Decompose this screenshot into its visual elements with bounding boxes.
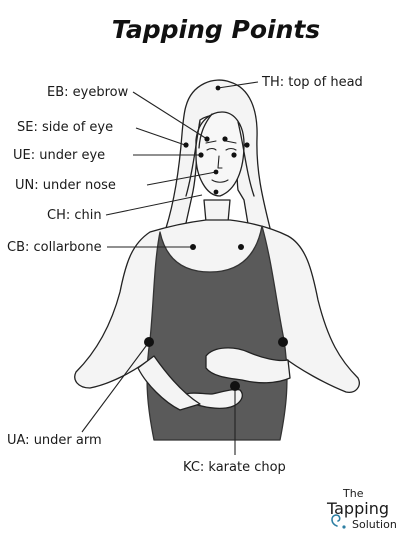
dot-un bbox=[213, 169, 219, 175]
label-th: TH: top of head bbox=[261, 75, 363, 90]
label-ua: UA: under arm bbox=[7, 433, 102, 448]
dot-cb-right bbox=[238, 244, 244, 250]
leader-lines bbox=[81, 81, 259, 455]
neck bbox=[203, 199, 231, 223]
dot-cb-left bbox=[190, 244, 196, 250]
brand-line-1: The bbox=[342, 487, 364, 500]
leader-un bbox=[146, 171, 217, 186]
labels: TH: top of head EB: eyebrow SE: side of … bbox=[7, 75, 363, 475]
label-se: SE: side of eye bbox=[17, 120, 113, 135]
woman-figure bbox=[74, 79, 360, 441]
dot-se-right bbox=[244, 142, 250, 148]
face bbox=[195, 111, 245, 197]
label-kc: KC: karate chop bbox=[183, 460, 286, 475]
swirl-dot-icon bbox=[342, 525, 346, 529]
dot-th bbox=[215, 85, 221, 91]
dot-ua-left bbox=[144, 337, 154, 347]
leader-eb bbox=[132, 91, 208, 140]
dot-eb-left bbox=[204, 136, 210, 142]
tapping-dots bbox=[144, 85, 288, 391]
label-un: UN: under nose bbox=[15, 178, 116, 193]
label-eb: EB: eyebrow bbox=[47, 85, 129, 100]
label-ch: CH: chin bbox=[47, 208, 102, 223]
dot-ua-right bbox=[278, 337, 288, 347]
hand-upper bbox=[205, 347, 291, 384]
dot-ue-right bbox=[231, 152, 237, 158]
dot-ch bbox=[213, 189, 219, 195]
dot-kc bbox=[230, 381, 240, 391]
swirl-icon bbox=[331, 514, 341, 527]
leader-se bbox=[135, 127, 186, 146]
brand-line-3: Solution bbox=[352, 518, 397, 531]
label-cb: CB: collarbone bbox=[7, 240, 102, 255]
dot-eb-right bbox=[222, 136, 228, 142]
diagram-title: Tapping Points bbox=[112, 15, 320, 44]
forearm bbox=[137, 355, 201, 411]
dot-se-left bbox=[183, 142, 189, 148]
brand-line-2: Tapping bbox=[326, 499, 389, 518]
dot-ue-left bbox=[198, 152, 204, 158]
leader-ch bbox=[105, 194, 203, 216]
brand-logo: The Tapping Solution bbox=[326, 487, 397, 531]
leader-ua bbox=[81, 341, 150, 433]
upper-body-skin bbox=[74, 219, 360, 393]
face-features bbox=[205, 140, 237, 183]
leader-th bbox=[217, 81, 259, 89]
label-ue: UE: under eye bbox=[13, 148, 105, 163]
